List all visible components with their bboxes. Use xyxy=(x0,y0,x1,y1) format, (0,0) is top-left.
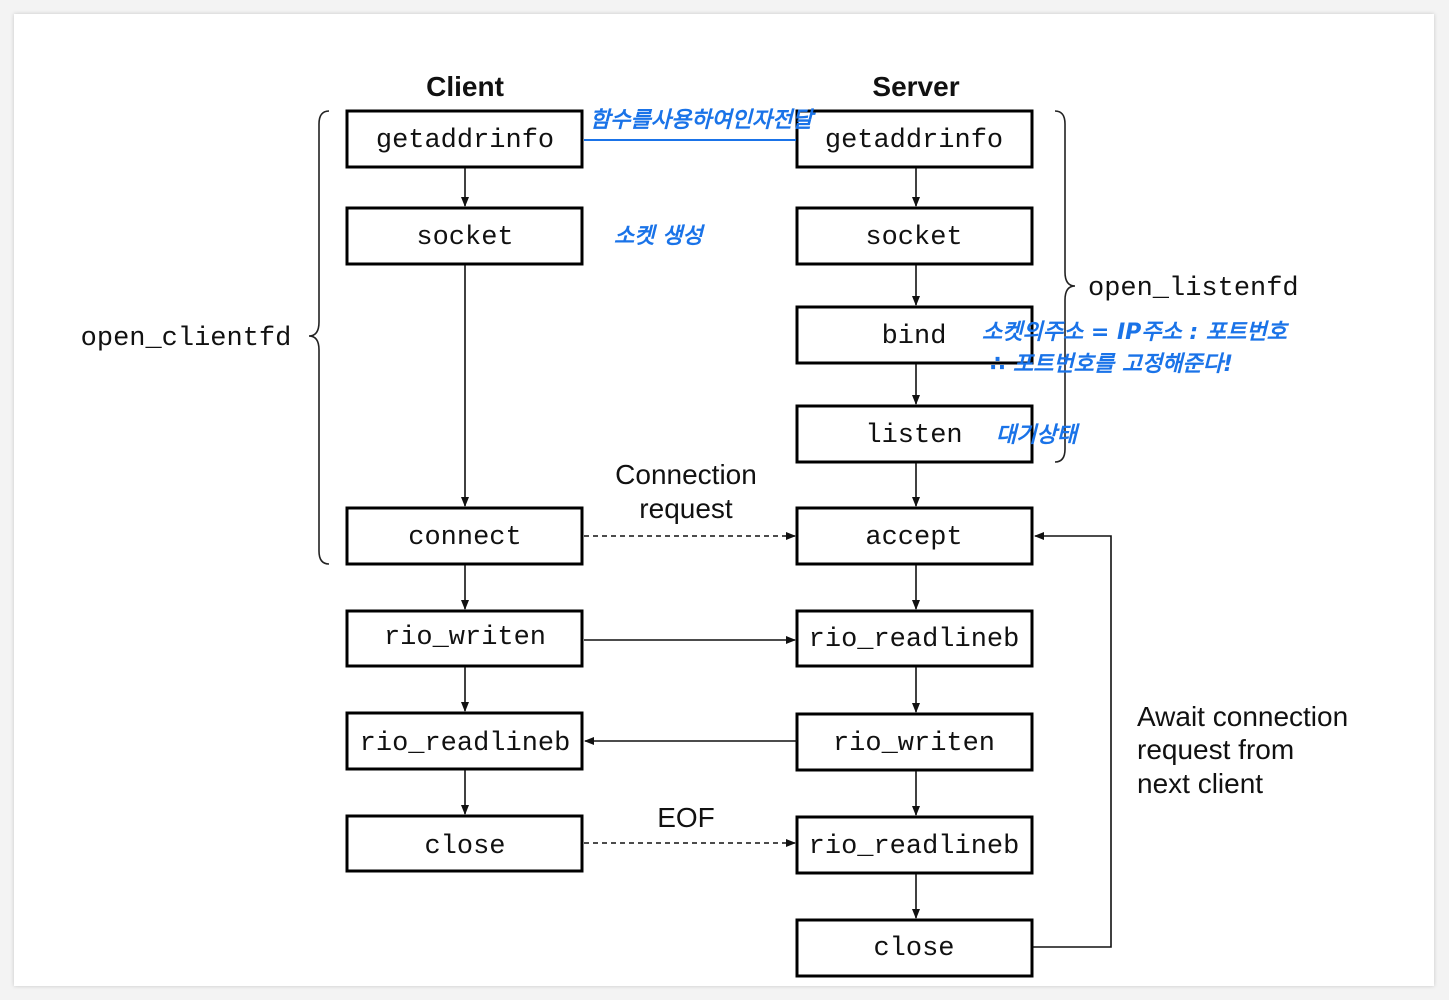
open-clientfd-label: open_clientfd xyxy=(81,324,292,354)
connection-request-label-line2: request xyxy=(639,493,733,524)
server-rio-writen-label: rio_writen xyxy=(833,729,995,759)
server-getaddrinfo-label: getaddrinfo xyxy=(825,126,1003,156)
await-label-line2: request from xyxy=(1137,734,1294,765)
server-rio-readlineb-1-label: rio_readlineb xyxy=(809,625,1020,655)
server-rio-readlineb-1-box: rio_readlineb xyxy=(795,609,1034,668)
server-accept-label: accept xyxy=(865,523,962,553)
annotation-pass-args: 함수를사용하여인자전달 xyxy=(590,108,816,133)
server-bind-label: bind xyxy=(882,322,947,352)
await-label-line1: Await connection xyxy=(1137,701,1348,732)
server-socket-label: socket xyxy=(865,223,962,253)
client-socket-label: socket xyxy=(416,223,513,253)
annotation-bind-line2: ∴ 포트번호를 고정해준다! xyxy=(990,352,1233,377)
client-connect-label: connect xyxy=(408,523,521,553)
annotation-bind-line1: 소켓의주소 = IP주소 : 포트번호 xyxy=(982,320,1290,345)
server-listen-box: listen xyxy=(795,404,1034,464)
client-socket-box: socket xyxy=(345,206,584,266)
client-rio-readlineb-label: rio_readlineb xyxy=(360,729,571,759)
server-close-label: close xyxy=(873,934,954,964)
client-close-box: close xyxy=(345,814,584,873)
server-rio-readlineb-2-box: rio_readlineb xyxy=(795,815,1034,875)
server-listen-label: listen xyxy=(865,421,962,451)
open-clientfd-brace xyxy=(308,110,330,565)
socket-flow-diagram: Client Server getaddrinfo socket connect… xyxy=(81,71,1348,978)
client-rio-writen-label: rio_writen xyxy=(384,623,546,653)
server-close-box: close xyxy=(795,918,1034,978)
edge-await-next-client xyxy=(1033,532,1112,948)
server-accept-box: accept xyxy=(795,506,1034,566)
client-getaddrinfo-box: getaddrinfo xyxy=(345,109,584,169)
annotation-listen: 대기상태 xyxy=(996,423,1081,448)
eof-label: EOF xyxy=(657,802,715,833)
client-rio-writen-box: rio_writen xyxy=(345,609,584,668)
annotation-create-socket: 소켓 생성 xyxy=(614,224,705,249)
open-listenfd-brace xyxy=(1054,110,1076,463)
client-close-label: close xyxy=(424,832,505,862)
await-label-line3: next client xyxy=(1137,768,1263,799)
connection-request-label-line1: Connection xyxy=(615,459,757,490)
server-rio-writen-box: rio_writen xyxy=(795,712,1034,772)
server-bind-box: bind xyxy=(795,305,1034,365)
client-connect-box: connect xyxy=(345,506,584,566)
server-header: Server xyxy=(872,71,959,102)
open-listenfd-label: open_listenfd xyxy=(1088,274,1299,304)
figure-card: Client Server getaddrinfo socket connect… xyxy=(14,14,1434,986)
client-header: Client xyxy=(426,71,504,102)
server-socket-box: socket xyxy=(795,206,1034,266)
client-getaddrinfo-label: getaddrinfo xyxy=(376,126,554,156)
server-getaddrinfo-box: getaddrinfo xyxy=(795,109,1034,169)
client-rio-readlineb-box: rio_readlineb xyxy=(345,711,584,771)
server-rio-readlineb-2-label: rio_readlineb xyxy=(809,832,1020,862)
